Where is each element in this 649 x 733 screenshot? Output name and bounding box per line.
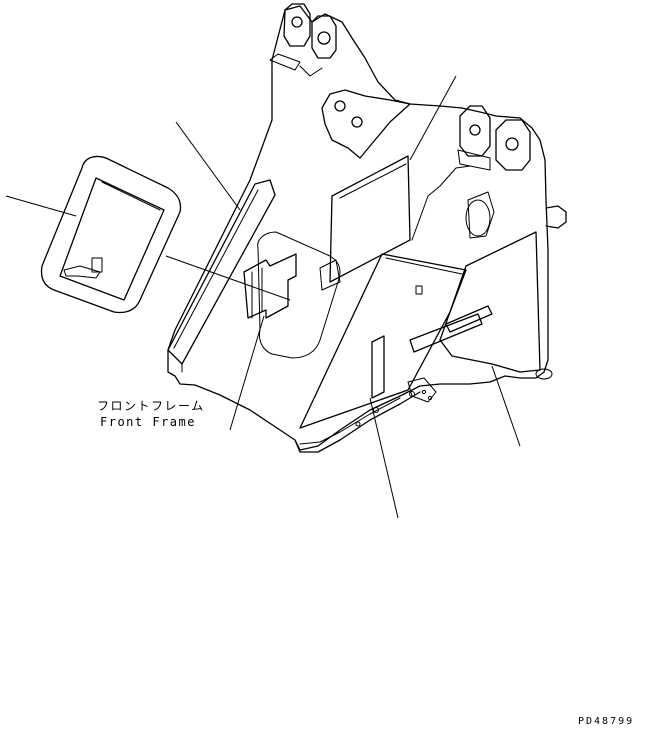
bottom-skirt-inner xyxy=(299,397,401,445)
leader-left-rail xyxy=(175,121,241,211)
top-lug-2-hole xyxy=(317,31,331,45)
center-bracket-ribs xyxy=(251,267,263,319)
right-lug xyxy=(459,105,491,157)
right-end-plate xyxy=(439,231,541,373)
bolt-1 xyxy=(373,407,379,413)
leader-floor-slot xyxy=(369,397,399,519)
left-rail xyxy=(167,179,276,365)
right-inner-wall xyxy=(411,165,471,241)
floor-slab-edge xyxy=(385,257,463,275)
drawing-code: PD48799 xyxy=(578,716,634,727)
top-lug xyxy=(283,3,311,47)
top-lug-base xyxy=(269,53,301,71)
part-name-english: Front Frame xyxy=(100,415,196,429)
left-window xyxy=(257,231,341,359)
top-lug-hole xyxy=(291,16,303,28)
bottom-skirt xyxy=(294,391,421,453)
side-boss xyxy=(465,199,491,237)
upper-bracket xyxy=(321,89,411,159)
cover-plate-handle xyxy=(63,265,101,279)
leader-cover-plate xyxy=(5,195,77,217)
upper-bracket-hole-2 xyxy=(351,116,363,128)
skirt-bracket xyxy=(407,377,437,403)
center-plate-edge xyxy=(339,163,407,199)
side-pin xyxy=(545,205,567,229)
bolt-3 xyxy=(355,421,361,427)
skirt-bracket-hole-1 xyxy=(421,389,427,395)
floor-slab xyxy=(299,253,467,429)
cover-plate-inner xyxy=(59,177,165,301)
leader-center-plate xyxy=(409,75,457,161)
floor-slot xyxy=(371,335,385,399)
center-bracket xyxy=(243,253,297,319)
top-lug-2 xyxy=(311,15,337,59)
leader-lines xyxy=(5,75,521,519)
part-name-japanese: フロントフレーム xyxy=(97,399,205,413)
side-boss-plate xyxy=(467,191,495,239)
right-foot-pad xyxy=(535,368,553,380)
top-lug-seam xyxy=(299,65,323,77)
cover-plate xyxy=(40,155,182,314)
slotted-tab-1 xyxy=(409,313,483,353)
right-lug-2-hole xyxy=(505,137,519,151)
frame-outer-outline xyxy=(167,5,549,451)
slotted-tab-2 xyxy=(445,305,493,333)
cover-plate-outer xyxy=(40,155,182,314)
cover-plate-inner-edge xyxy=(101,181,161,211)
right-lug-hole xyxy=(469,124,481,136)
right-lug-base xyxy=(457,149,491,171)
skirt-bracket-hole-2 xyxy=(427,395,433,401)
upper-bracket-hole-1 xyxy=(334,100,346,112)
cover-plate-tab xyxy=(91,257,103,273)
floor-slab-hole xyxy=(415,285,423,295)
leader-cover-to-frame xyxy=(165,255,291,301)
leader-center-bracket xyxy=(229,315,265,431)
front-frame-drawing xyxy=(167,3,567,453)
floor-small-bracket xyxy=(319,259,341,291)
right-lug-2 xyxy=(495,119,531,171)
center-plate xyxy=(329,155,411,283)
left-rail-edge xyxy=(173,189,259,349)
leader-right-end-plate xyxy=(491,365,521,447)
